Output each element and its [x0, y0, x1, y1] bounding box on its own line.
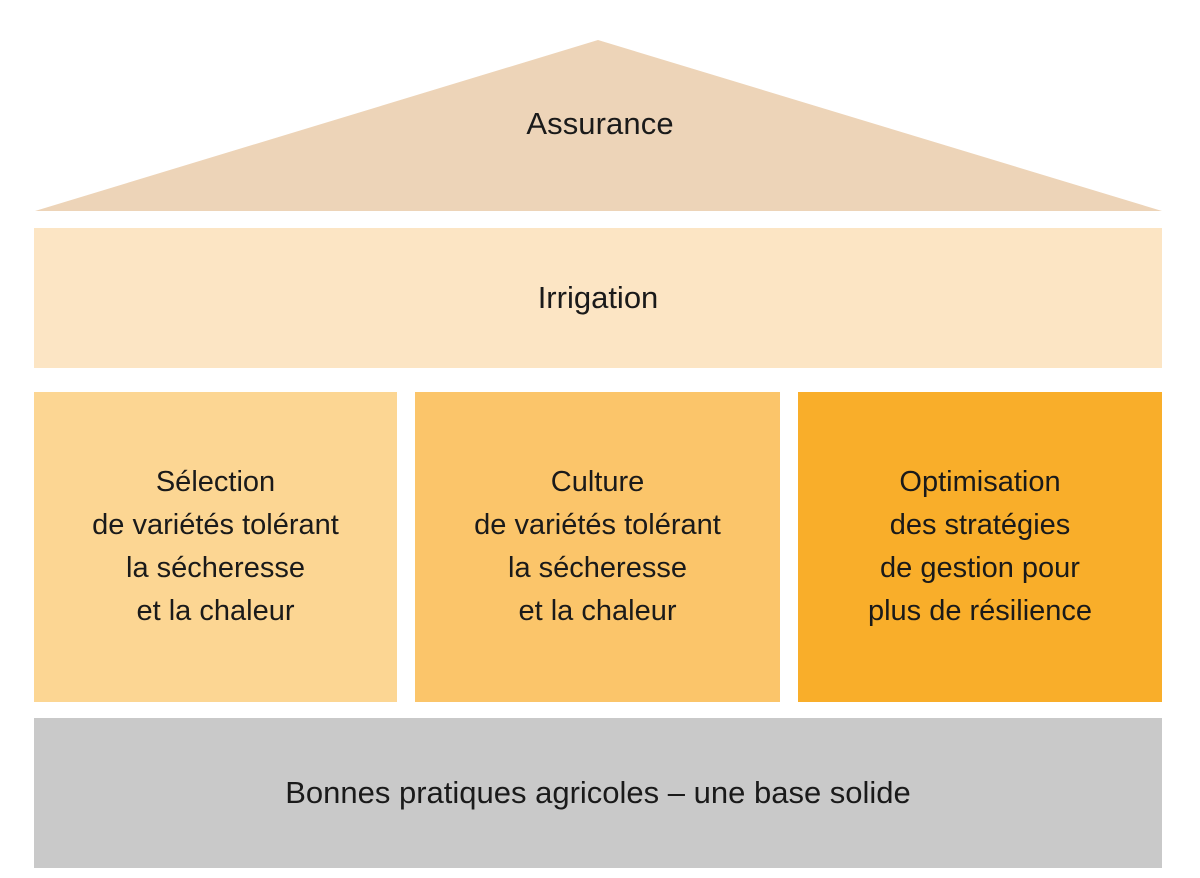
pillar-culture-text: Culture de variétés tolérant la sécheres… [474, 466, 721, 627]
pillar-selection: Sélection de variétés tolérant la sécher… [34, 392, 397, 702]
irrigation-band: Irrigation [34, 228, 1162, 368]
pillar-optimisation-text: Optimisation des stratégies de gestion p… [867, 466, 1093, 627]
foundation-label: Bonnes pratiques agricoles – une base so… [285, 775, 911, 810]
roof-triangle [35, 40, 1162, 211]
pillar-selection-text: Sélection de variétés tolérant la sécher… [92, 466, 339, 627]
roof-label: Assurance [526, 106, 674, 141]
foundation-bar: Bonnes pratiques agricoles – une base so… [34, 718, 1162, 868]
pillars-group: Sélection de variétés tolérant la sécher… [34, 392, 1162, 702]
pillar-culture: Culture de variétés tolérant la sécheres… [415, 392, 780, 702]
irrigation-label: Irrigation [537, 280, 659, 315]
pillar-optimisation: Optimisation des stratégies de gestion p… [798, 392, 1162, 702]
roof-shape: Assurance [0, 0, 1200, 215]
